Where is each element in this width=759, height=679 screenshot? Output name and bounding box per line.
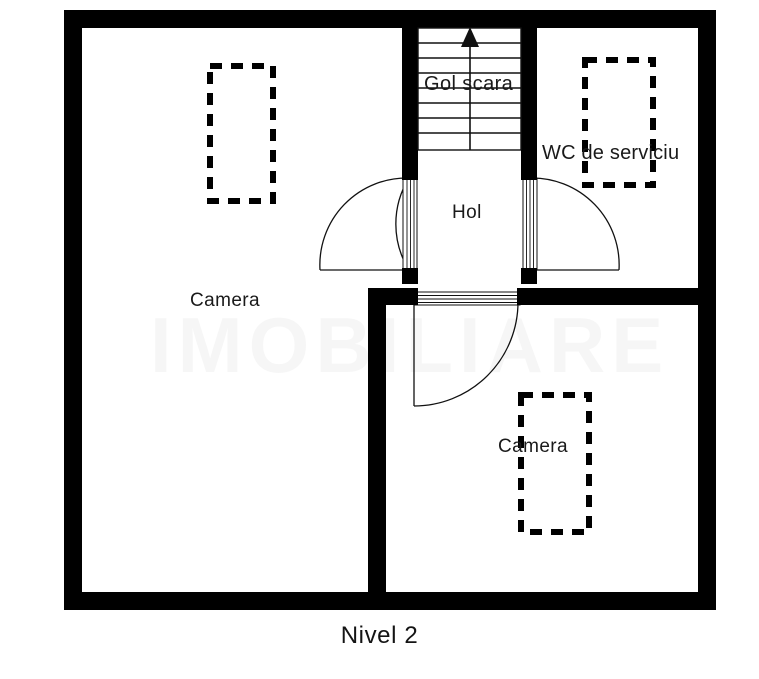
wall-stair-right [521,28,537,178]
door-hol-to-camera-bottom [403,288,532,407]
door-jamb-right [517,288,532,305]
staircase [417,27,522,151]
wall-outer-right [698,10,716,610]
room-label-gol-scara: Gol scara [424,73,514,95]
door-leaf [402,177,418,271]
door-jamb-left [403,288,418,305]
wall-outer-bottom [64,592,716,610]
wall-center-vertical [368,288,386,594]
room-label-hol: Hol [452,202,482,223]
wall-outer-top [64,10,716,28]
door-swing-arc [413,301,519,407]
wall-horizontal-left [368,288,413,305]
windows [207,57,656,535]
door-jamb-bottom [402,268,418,284]
door-swing-arc [529,177,620,271]
wall-stair-left [402,28,418,178]
door-jamb-bottom [521,268,537,284]
window-camera-bottom-right [518,392,592,535]
interior-walls [368,28,701,594]
outer-walls [64,10,716,610]
wall-jamb-returns [402,150,537,180]
wall-horizontal-right [521,288,701,305]
plan-caption: Nivel 2 [340,622,419,649]
door-leaf [413,291,521,306]
window-camera-top-left [207,63,276,204]
room-label-camera-top-left: Camera [190,290,260,311]
door-hol-to-camera-left [319,164,418,284]
room-label-camera-bottom-right: Camera [498,436,568,457]
wall-outer-left [64,10,82,610]
window-wc-de-serviciu [582,57,656,188]
room-label-wc-de-serviciu: WC de serviciu [542,142,680,164]
stair-up-arrow-icon [461,27,479,47]
